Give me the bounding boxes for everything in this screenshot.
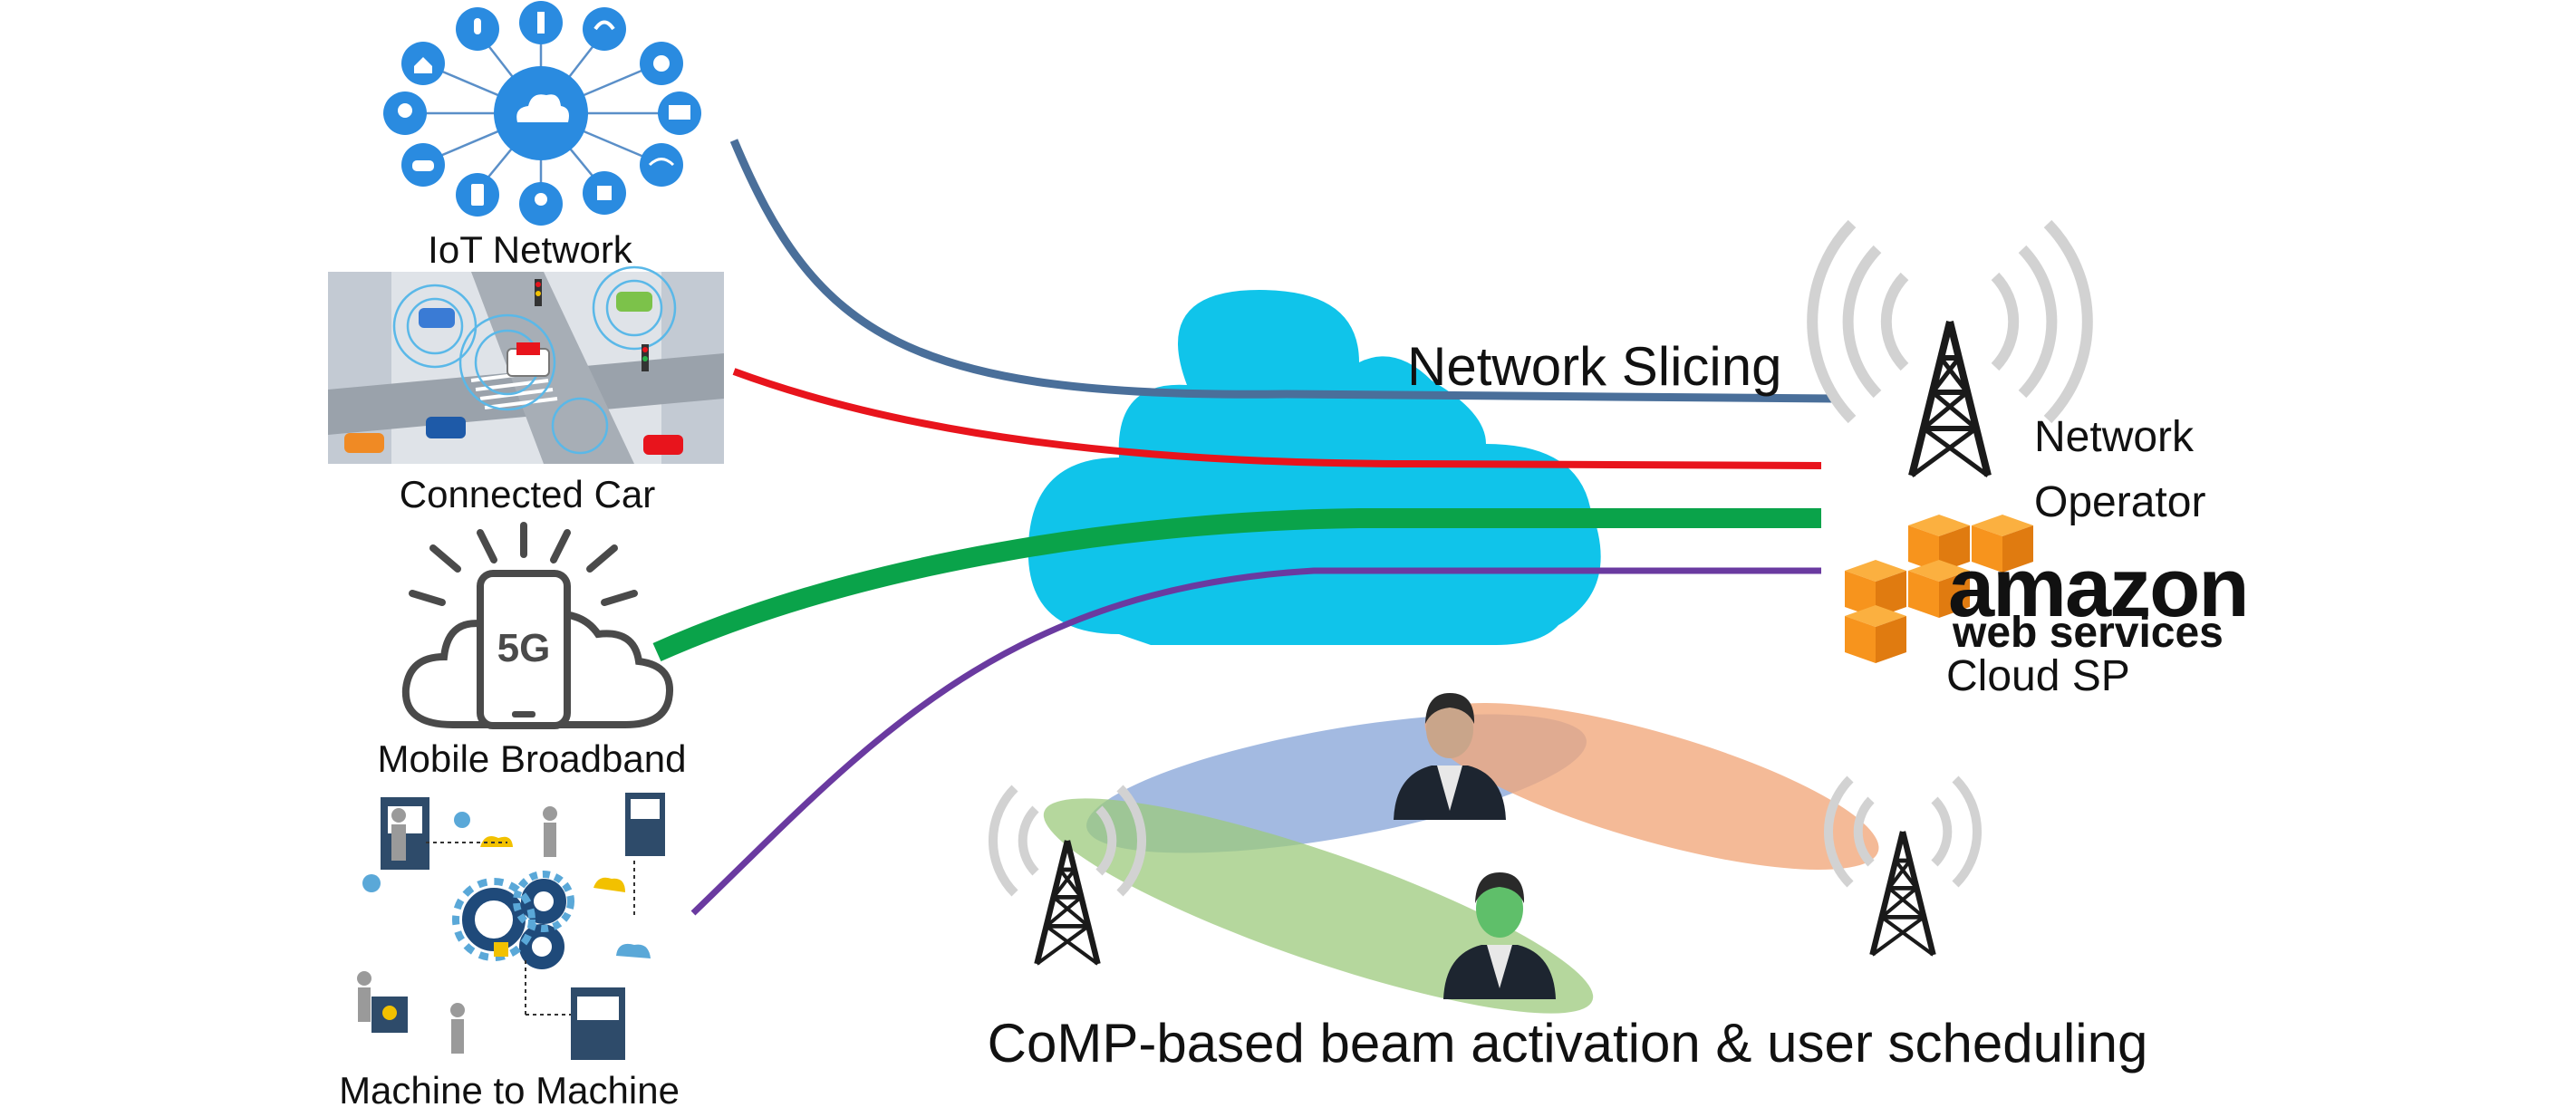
- slicing-cloud: [1028, 290, 1601, 645]
- aws-logo: amazon web services: [1845, 515, 2250, 663]
- iot-label: IoT Network: [428, 228, 633, 271]
- amazon-wordmark: amazon: [1948, 542, 2248, 634]
- operator-label-line2: Operator: [2034, 478, 2205, 526]
- right-base-station: [1823, 775, 1983, 955]
- iot-slice-line: [729, 139, 1836, 403]
- network-slicing-label: Network Slicing: [1407, 336, 1781, 397]
- connected-car-graphic: [328, 265, 724, 464]
- operator-label-line1: Network: [2034, 413, 2195, 461]
- web-services-wordmark: web services: [1952, 609, 2224, 657]
- beam-green: [1043, 798, 1594, 1014]
- phone-badge: 5G: [497, 626, 551, 670]
- left-base-station: [988, 785, 1147, 964]
- cloud-sp-label: Cloud SP: [1946, 652, 2130, 700]
- m2m-graphic: [357, 793, 665, 1060]
- comp-caption: CoMP-based beam activation & user schedu…: [988, 1013, 2148, 1074]
- beam-orange: [1424, 703, 1879, 870]
- wifi-icon: [640, 143, 683, 187]
- slice-lines: [652, 139, 1836, 916]
- car-slice-line: [732, 368, 1822, 469]
- headset-icon: [583, 7, 626, 51]
- m2m-label: Machine to Machine: [339, 1069, 680, 1112]
- iot-network-graphic: [383, 1, 701, 226]
- m2m-slice-line: [690, 567, 1821, 916]
- user-bottom: [1443, 872, 1556, 999]
- mobile-broadband-graphic: [401, 522, 673, 729]
- connected-car-label: Connected Car: [400, 473, 656, 515]
- mobile-slice-line: [652, 508, 1821, 662]
- operator-tower: [1807, 219, 2093, 476]
- mobile-broadband-label: Mobile Broadband: [378, 737, 687, 780]
